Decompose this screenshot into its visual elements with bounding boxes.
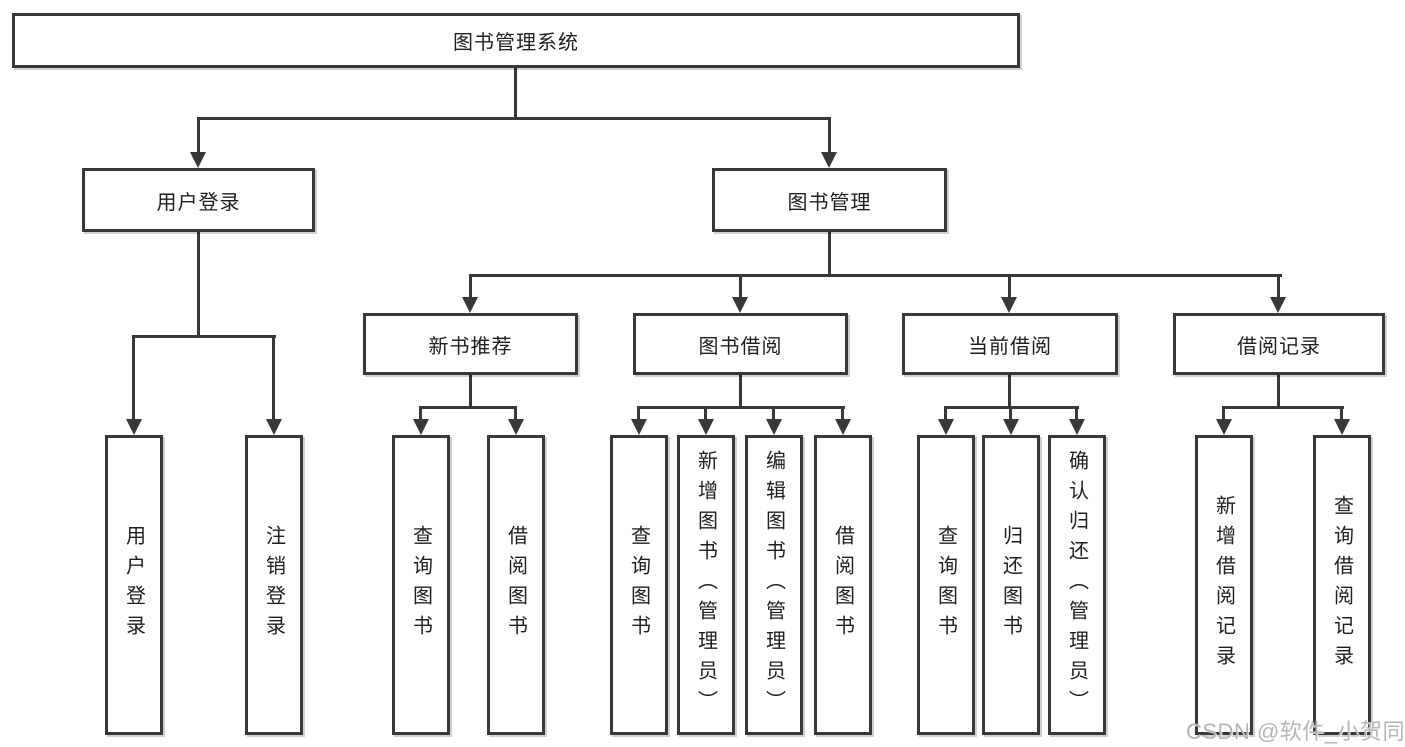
leaf-user-login: 用户登录 <box>105 435 163 735</box>
leaf-borrowing-edit-books-admin: 编辑图书（管理员） <box>745 435 803 735</box>
connector-line <box>419 406 422 421</box>
leaf-records-add-borrow-record: 新增借阅记录 <box>1195 435 1253 735</box>
arrow-down-icon <box>698 419 714 435</box>
connector-line <box>469 274 472 300</box>
connector-line <box>828 117 831 154</box>
connector-line <box>514 68 517 118</box>
connector-line <box>828 232 831 276</box>
arrow-down-icon <box>631 419 647 435</box>
connector-line <box>272 335 275 421</box>
arrow-down-icon <box>766 419 782 435</box>
arrow-down-icon <box>1003 419 1019 435</box>
arrow-down-icon <box>821 152 837 168</box>
node-current-borrowing: 当前借阅 <box>902 313 1118 375</box>
leaf-borrowing-add-books-admin: 新增图书（管理员） <box>677 435 735 735</box>
arrow-down-icon <box>1334 419 1350 435</box>
connector-line <box>197 232 200 336</box>
connector-line <box>132 335 276 338</box>
connector-line <box>841 406 844 421</box>
connector-line <box>739 375 742 408</box>
connector-line <box>1277 274 1280 300</box>
leaf-borrowing-query-books: 查询图书 <box>610 435 668 735</box>
arrow-down-icon <box>1001 297 1017 313</box>
node-root-library-system: 图书管理系统 <box>12 13 1020 68</box>
connector-line <box>197 117 200 154</box>
arrow-down-icon <box>462 297 478 313</box>
node-user-login-branch: 用户登录 <box>82 168 315 232</box>
leaf-newbook-borrow-books: 借阅图书 <box>487 435 545 735</box>
leaf-newbook-query-books: 查询图书 <box>392 435 450 735</box>
connector-line <box>637 406 845 409</box>
leaf-logout: 注销登录 <box>245 435 303 735</box>
connector-line <box>469 375 472 408</box>
arrow-down-icon <box>190 152 206 168</box>
arrow-down-icon <box>266 419 282 435</box>
connector-line <box>1277 375 1280 408</box>
arrow-down-icon <box>1270 297 1286 313</box>
arrow-down-icon <box>835 419 851 435</box>
connector-line <box>419 406 517 409</box>
connector-line <box>197 117 831 120</box>
connector-line <box>1222 406 1344 409</box>
connector-line <box>637 406 640 421</box>
arrow-down-icon <box>1216 419 1232 435</box>
connector-line <box>1222 406 1225 421</box>
connector-line <box>704 406 707 421</box>
connector-line <box>772 406 775 421</box>
connector-line <box>1075 406 1078 421</box>
connector-line <box>944 406 947 421</box>
connector-line <box>1008 375 1011 408</box>
leaf-current-confirm-return-admin: 确认归还（管理员） <box>1048 435 1106 735</box>
leaf-borrowing-borrow-books: 借阅图书 <box>814 435 872 735</box>
connector-line <box>514 406 517 421</box>
leaf-current-return-books: 归还图书 <box>982 435 1040 735</box>
node-book-management-branch: 图书管理 <box>712 168 947 232</box>
node-new-book-recommend: 新书推荐 <box>363 313 578 375</box>
connector-line <box>739 274 742 300</box>
arrow-down-icon <box>126 419 142 435</box>
connector-line <box>1340 406 1343 421</box>
arrow-down-icon <box>938 419 954 435</box>
connector-line <box>469 274 1282 277</box>
leaf-records-query-borrow-record: 查询借阅记录 <box>1313 435 1371 735</box>
leaf-current-query-books: 查询图书 <box>917 435 975 735</box>
csdn-watermark: CSDN @软件_小贺同学 <box>1186 719 1405 744</box>
connector-line <box>132 335 135 421</box>
connector-line <box>1009 406 1012 421</box>
arrow-down-icon <box>413 419 429 435</box>
node-book-borrowing: 图书借阅 <box>633 313 848 375</box>
arrow-down-icon <box>508 419 524 435</box>
arrow-down-icon <box>1069 419 1085 435</box>
node-borrowing-records: 借阅记录 <box>1173 313 1385 375</box>
arrow-down-icon <box>732 297 748 313</box>
connector-line <box>1008 274 1011 300</box>
